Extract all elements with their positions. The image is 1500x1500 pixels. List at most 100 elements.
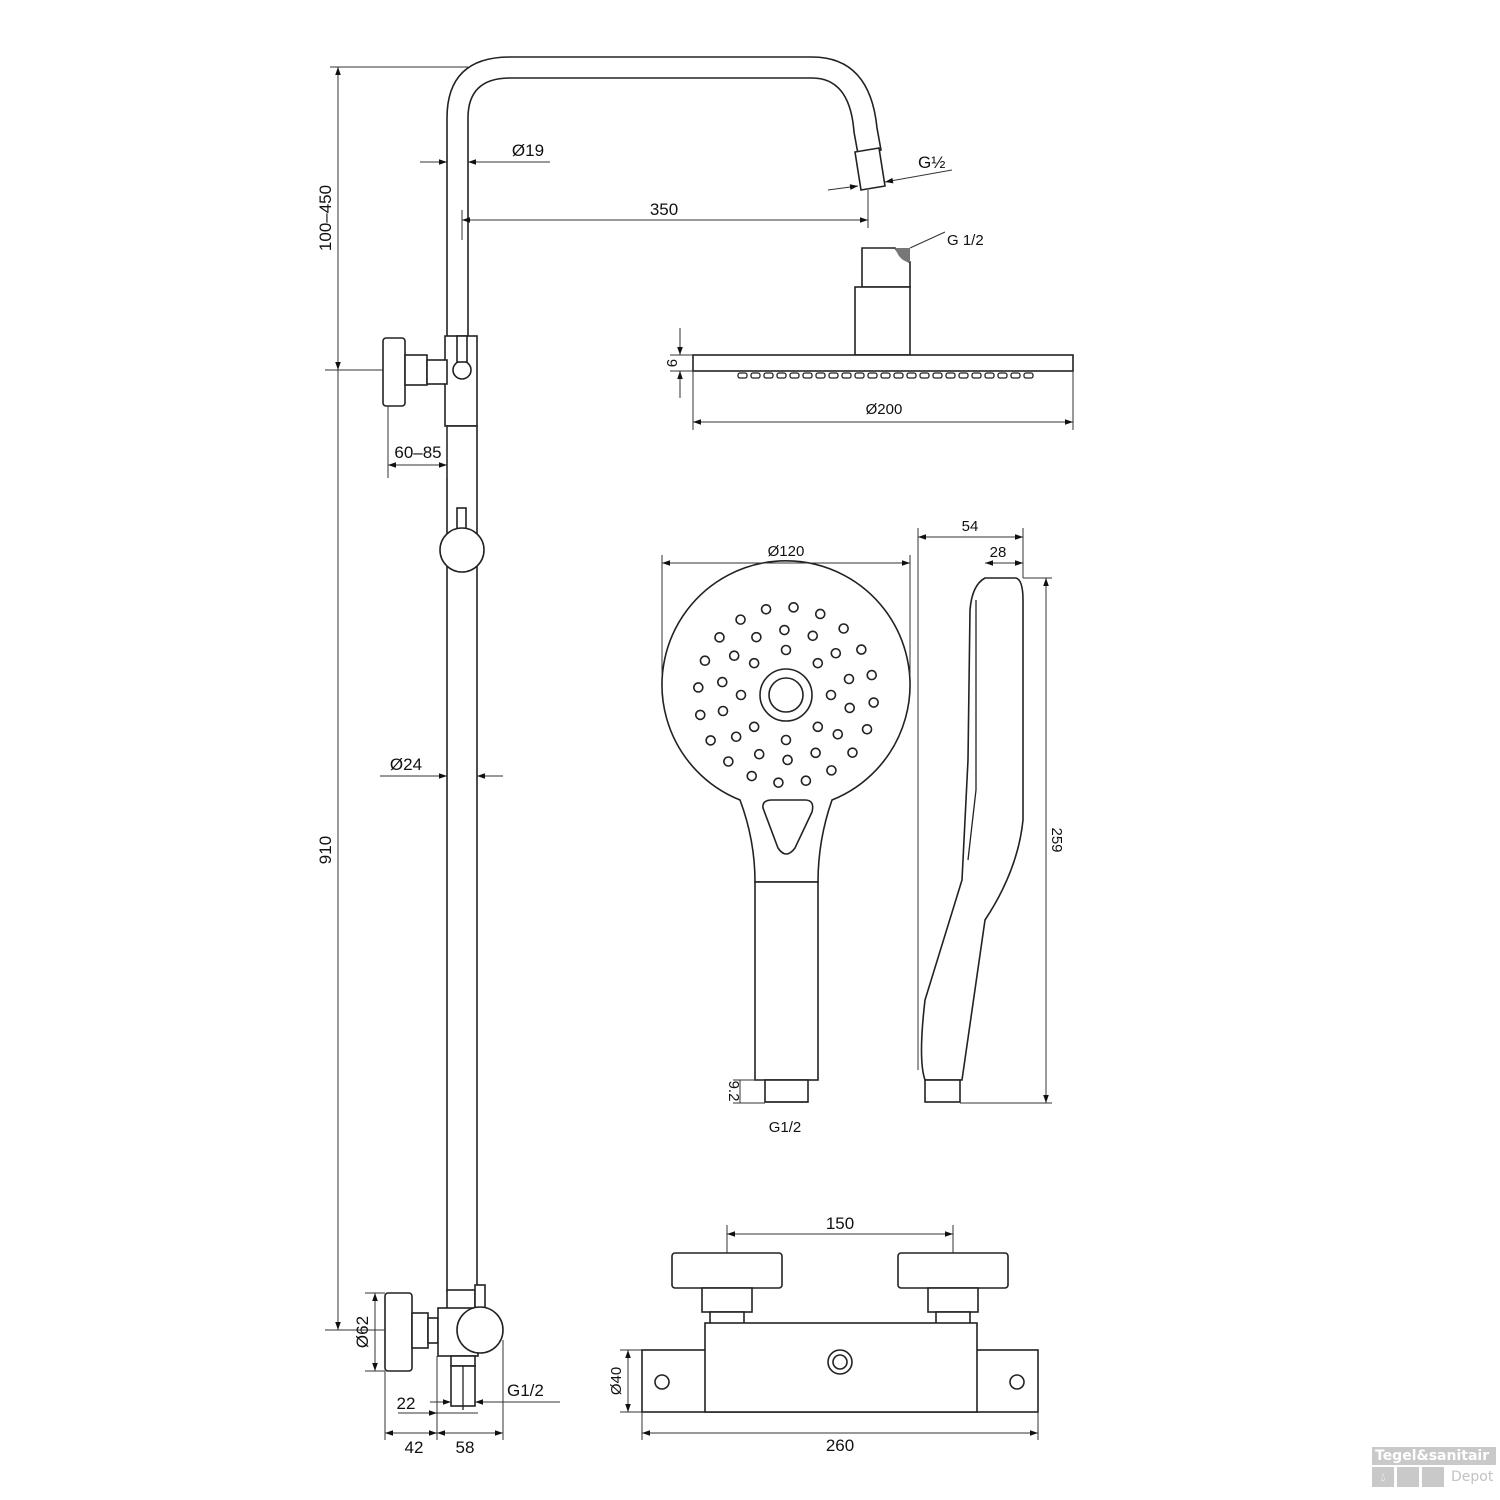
spray-nozzle: [716, 676, 728, 688]
spray-nozzle: [1023, 372, 1034, 379]
dim-head-thread: G 1/2: [947, 232, 984, 249]
dim-valve-body-depth: 58: [456, 1438, 475, 1457]
dim-mixer-centers: 150: [826, 1214, 854, 1233]
spray-nozzle: [717, 705, 729, 717]
dim-valve-knob-diameter: Ø62: [353, 1316, 372, 1348]
logo-text: Tegel&sanitair: [1372, 1447, 1496, 1465]
dim-riser-diameter: Ø24: [390, 755, 422, 774]
dim-mixer-width: 260: [826, 1436, 854, 1455]
overhead-shower-head: [692, 247, 1074, 379]
spray-nozzle: [789, 372, 800, 379]
dim-arm-length: 350: [650, 200, 678, 219]
spray-nozzle: [723, 756, 734, 767]
spray-nozzle: [735, 614, 746, 625]
dim-head-thickness: 9: [663, 359, 680, 367]
spray-nozzle: [812, 657, 824, 669]
spray-nozzle: [830, 647, 842, 659]
spray-nozzle: [782, 754, 793, 766]
dim-riser-height: 910: [316, 836, 335, 864]
spray-nozzle: [893, 372, 904, 379]
spray-nozzle: [815, 372, 826, 379]
spray-nozzle: [825, 689, 837, 701]
spray-nozzle: [867, 372, 878, 379]
dim-valve-knob-depth: 42: [405, 1438, 424, 1457]
spray-nozzle: [735, 689, 747, 701]
dim-arm-diameter: Ø19: [512, 141, 544, 160]
spray-nozzle: [693, 682, 704, 693]
dim-valve-outlet-offset: 22: [397, 1394, 416, 1413]
spray-nozzle: [748, 721, 760, 733]
spray-nozzle: [773, 777, 784, 788]
spray-nozzle: [919, 372, 930, 379]
dim-hand-face-depth: 28: [990, 544, 1007, 561]
wall-bracket-knob: [382, 337, 406, 407]
spray-nozzle: [838, 623, 849, 634]
spray-nozzle: [802, 372, 813, 379]
thermostatic-mixer: [641, 1252, 1039, 1413]
spray-nozzle: [828, 372, 839, 379]
spray-nozzle: [843, 673, 855, 685]
spray-nozzle: [728, 650, 740, 662]
dim-riser-top-adjust: 100–450: [316, 185, 335, 251]
spray-nozzle: [1010, 372, 1021, 379]
spray-nozzle: [780, 734, 792, 746]
spray-nozzle: [847, 747, 858, 758]
spray-nozzle: [751, 631, 762, 643]
spray-nozzle: [776, 372, 787, 379]
spray-nozzle: [705, 735, 716, 746]
hand-shower-front: [661, 560, 911, 1103]
spray-nozzle: [763, 372, 774, 379]
spray-nozzle: [699, 655, 711, 667]
spray-nozzle: [945, 372, 956, 379]
dim-hand-thread-length: 9.2: [725, 1081, 742, 1102]
spray-nozzle: [854, 372, 865, 379]
logo-subtext: Depot: [1451, 1469, 1494, 1485]
spray-nozzle: [714, 632, 725, 643]
dim-hand-diameter: Ø120: [768, 543, 805, 560]
dim-hand-length: 259: [1048, 827, 1065, 852]
dim-bracket-offset: 60–85: [394, 443, 441, 462]
spray-nozzle: [932, 372, 943, 379]
spray-nozzle: [760, 603, 772, 615]
dim-valve-thread: G1/2: [507, 1381, 544, 1400]
spray-nozzle: [779, 624, 790, 636]
spray-nozzle: [861, 723, 873, 735]
spray-nozzle: [880, 372, 891, 379]
spray-nozzle: [997, 372, 1008, 379]
nozzle: [854, 147, 886, 191]
spray-nozzle: [844, 702, 856, 714]
spray-nozzle: [737, 372, 748, 379]
spray-nozzle: [753, 748, 765, 760]
dimension-lines: [325, 66, 1074, 1440]
spray-nozzle: [694, 709, 706, 721]
spray-nozzle: [826, 765, 837, 776]
spray-nozzle: [814, 608, 826, 620]
drop-icon: 💧︎: [1372, 1467, 1394, 1487]
spray-nozzle: [750, 372, 761, 379]
spray-nozzle: [841, 372, 852, 379]
hand-shower-side: [920, 577, 1024, 1103]
spray-nozzle: [810, 747, 821, 759]
spray-nozzle: [746, 770, 758, 782]
spray-nozzle: [832, 728, 844, 740]
dim-hand-thread: G1/2: [769, 1119, 802, 1136]
spray-nozzle: [748, 657, 760, 669]
slider-knob: [439, 527, 485, 573]
diverter-valve: [384, 1284, 504, 1410]
spray-nozzle: [730, 731, 742, 743]
spray-nozzle: [812, 721, 824, 733]
spray-nozzle: [868, 697, 879, 708]
spray-nozzle: [788, 602, 799, 613]
dim-hand-depth: 54: [962, 518, 979, 535]
spray-mode-button: [762, 799, 814, 855]
spray-nozzle: [807, 630, 819, 642]
watermark-logo: Tegel&sanitair 💧︎ Depot: [1372, 1447, 1496, 1487]
spray-nozzle: [958, 372, 969, 379]
spray-nozzle: [800, 775, 812, 787]
spray-nozzle: [984, 372, 995, 379]
spray-nozzle: [856, 644, 867, 655]
spray-nozzle: [866, 669, 878, 681]
spray-nozzle: [906, 372, 917, 379]
